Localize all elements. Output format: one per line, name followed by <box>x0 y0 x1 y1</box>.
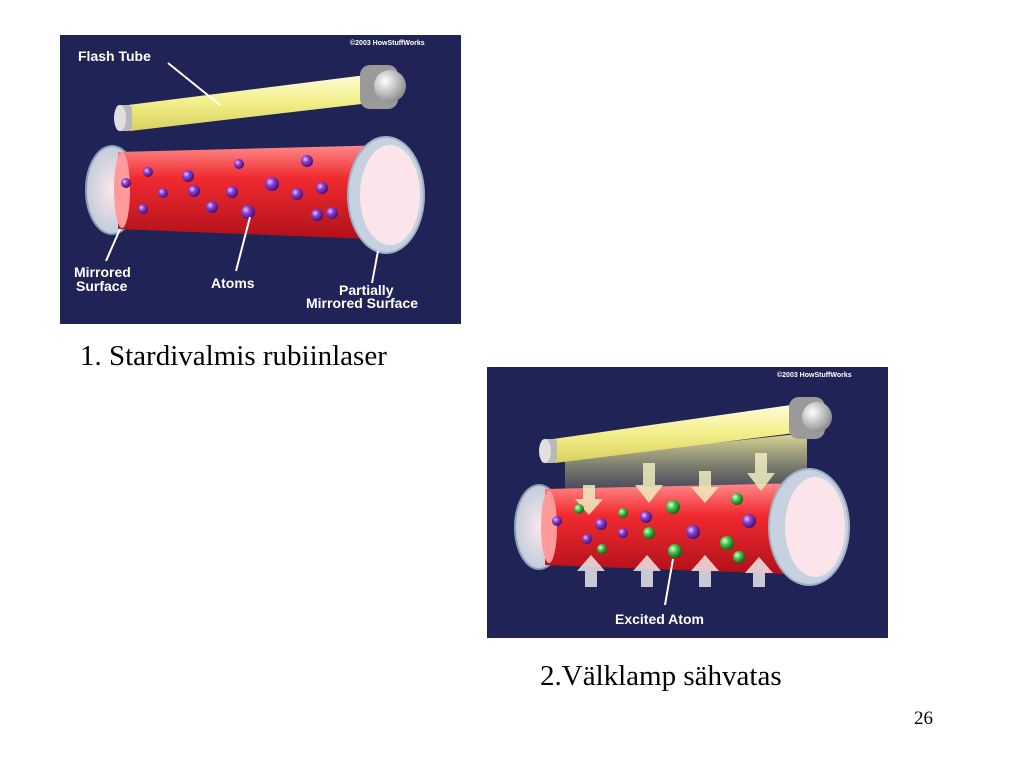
label-atoms: Atoms <box>211 275 255 291</box>
page-number: 26 <box>914 708 933 729</box>
flash-tube <box>539 397 832 463</box>
label-excited-atom: Excited Atom <box>615 611 704 627</box>
copyright-text: ©2003 HowStuffWorks <box>350 39 425 47</box>
excited-atoms <box>574 493 745 563</box>
atoms <box>121 155 338 221</box>
caption-figure2: 2.Välklamp sähvatas <box>540 660 782 692</box>
leader-line <box>664 558 674 606</box>
flash-tube <box>114 65 406 131</box>
label-partial-line1: Partially <box>339 282 394 298</box>
caption-figure1: 1. Stardivalmis rubiinlaser <box>80 340 387 372</box>
ruby-rod <box>85 136 425 254</box>
copyright-text: ©2003 HowStuffWorks <box>777 371 852 379</box>
label-mirrored-line2: Surface <box>76 278 128 294</box>
light-arrows-down <box>575 453 775 515</box>
flash-lamp-diagram: ©2003 HowStuffWorks Excited Atom <box>487 367 888 638</box>
label-mirrored-line1: Mirrored <box>74 264 131 280</box>
leader-lines <box>105 62 379 284</box>
ruby-rod <box>514 468 850 586</box>
label-flash-tube: Flash Tube <box>78 48 151 64</box>
ruby-laser-diagram: ©2003 HowStuffWorks Flash Tube Mirrored … <box>60 35 461 324</box>
light-arrows-up <box>577 555 773 587</box>
flash-glow <box>565 433 807 499</box>
label-partial-line2: Mirrored Surface <box>306 295 418 311</box>
atoms <box>552 511 756 544</box>
